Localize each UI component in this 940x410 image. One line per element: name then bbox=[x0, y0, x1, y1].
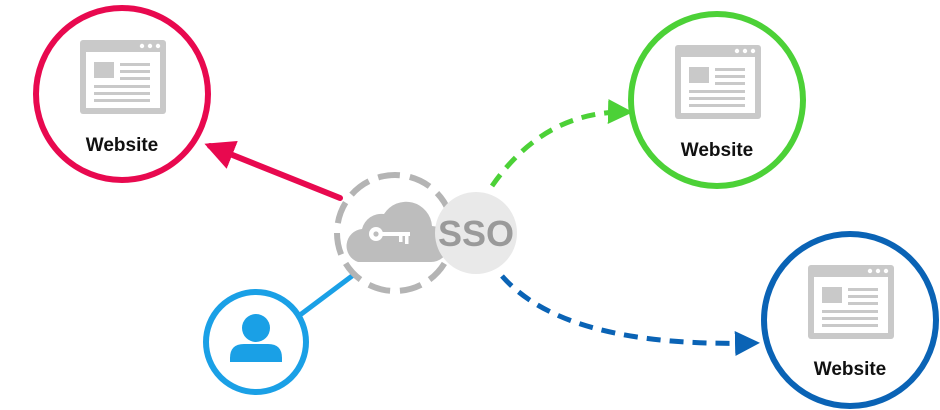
website-node-bottom-right[interactable]: Website bbox=[761, 231, 939, 409]
sso-hub[interactable]: SSO bbox=[334, 172, 517, 294]
arrow-to-website-bottom-right bbox=[500, 274, 760, 357]
website-label: Website bbox=[814, 359, 887, 380]
website-label: Website bbox=[86, 135, 159, 156]
user-node[interactable] bbox=[203, 289, 309, 395]
user-icon bbox=[230, 314, 282, 362]
website-node-top-right[interactable]: Website bbox=[628, 11, 806, 189]
browser-window-icon bbox=[675, 45, 761, 119]
cloud-key-icon bbox=[346, 201, 450, 263]
website-node-left[interactable]: Website bbox=[33, 5, 211, 183]
arrow-to-website-left bbox=[204, 140, 343, 201]
browser-window-icon bbox=[80, 40, 166, 114]
website-label: Website bbox=[681, 140, 754, 161]
sso-badge bbox=[435, 192, 517, 274]
arrow-to-website-top-right bbox=[489, 99, 633, 188]
sso-label: SSO bbox=[438, 213, 514, 254]
browser-window-icon bbox=[808, 265, 894, 339]
user-connector-line bbox=[293, 273, 355, 321]
